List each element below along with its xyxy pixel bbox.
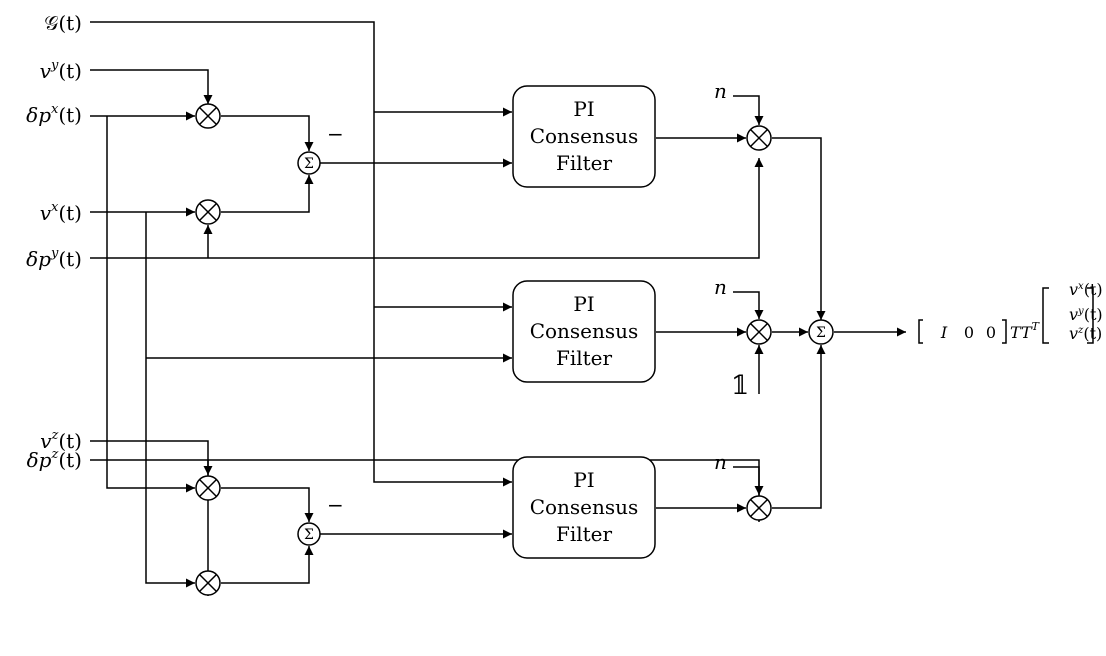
multiplier-node-7	[746, 495, 772, 521]
wire-g-main	[90, 21, 512, 487]
wire-mult2-to-sum1	[221, 175, 314, 213]
summing-node-1: Σ	[297, 151, 321, 175]
input-label-g: 𝒢(t)	[44, 11, 82, 35]
svg-text:PI: PI	[573, 97, 594, 121]
svg-text:vx(t): vx(t)	[1069, 280, 1103, 299]
svg-text:Consensus: Consensus	[530, 495, 639, 519]
multiplier-node-6	[746, 319, 772, 345]
wire-dpx-down	[106, 116, 195, 493]
input-label-vx: vx(t)	[40, 200, 82, 225]
summing-node-2: Σ	[297, 522, 321, 546]
pi-consensus-filter-1: PI Consensus Filter	[512, 85, 656, 188]
wire-dpz-line	[90, 459, 764, 522]
n-label-1: n	[714, 79, 727, 103]
svg-text:I: I	[940, 323, 948, 342]
svg-text:Filter: Filter	[556, 346, 613, 370]
svg-text:0: 0	[964, 323, 974, 342]
wire-mult7-to-sum3	[772, 345, 826, 509]
pi-consensus-filter-3: PI Consensus Filter	[512, 456, 656, 559]
multiplier-node-5	[195, 570, 221, 596]
multiplier-node-4	[195, 475, 221, 501]
svg-text:PI: PI	[573, 292, 594, 316]
svg-text:Σ: Σ	[304, 156, 314, 172]
input-label-dpx: δpx(t)	[26, 102, 82, 127]
summing-node-3: Σ	[808, 319, 834, 345]
multiplier-node-2	[195, 199, 221, 225]
wire-mult3-to-sum3	[772, 137, 826, 320]
wire-mult5-to-sum2	[221, 546, 314, 584]
wire-vx-down	[145, 212, 195, 588]
svg-text:Filter: Filter	[556, 522, 613, 546]
input-label-delta-pz: δpz(t)	[27, 447, 82, 472]
input-label-vz: vz(t)	[40, 428, 82, 453]
svg-text:0: 0	[986, 323, 996, 342]
wire-vy	[90, 69, 213, 104]
svg-text:Σ: Σ	[816, 325, 826, 341]
svg-text:vy(t): vy(t)	[1069, 305, 1103, 324]
svg-text:Σ: Σ	[304, 527, 314, 543]
minus-sign-1: −	[327, 122, 344, 146]
output-expression: I 0 0 TTT vx(t) vy(t) vz(t)	[918, 280, 1103, 344]
wire-dpy	[90, 158, 764, 259]
wire-n1	[733, 95, 764, 125]
wire-n2	[733, 291, 764, 319]
one-label: 𝟙	[731, 371, 749, 401]
svg-text:vz(t): vz(t)	[1069, 324, 1102, 343]
input-label-vy: vy(t)	[40, 58, 82, 83]
svg-text:Consensus: Consensus	[530, 319, 639, 343]
minus-sign-2: −	[327, 493, 344, 517]
pi-consensus-filter-2: PI Consensus Filter	[512, 280, 656, 383]
wire-n3	[733, 466, 764, 495]
svg-text:TTT: TTT	[1010, 320, 1041, 342]
svg-text:Consensus: Consensus	[530, 124, 639, 148]
multiplier-node-1	[195, 103, 221, 129]
n-label-2: n	[714, 275, 727, 299]
wire-mult1-to-sum1	[221, 115, 314, 151]
wire-mult4-to-sum2	[221, 487, 314, 522]
svg-text:Filter: Filter	[556, 151, 613, 175]
input-label-dpy: δpy(t)	[26, 246, 82, 271]
n-label-3: n	[714, 450, 727, 474]
svg-text:PI: PI	[573, 468, 594, 492]
multiplier-node-3	[746, 125, 772, 151]
